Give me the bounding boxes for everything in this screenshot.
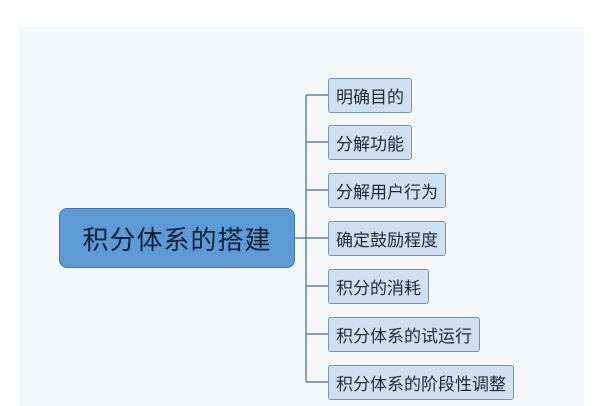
branch-topic-1[interactable]: 明确目的 [328,78,412,113]
branch-topic-3[interactable]: 分解用户行为 [328,173,446,208]
root-topic[interactable]: 积分体系的搭建 [59,208,295,268]
branch-topic-2[interactable]: 分解功能 [328,125,412,160]
branch-topic-4[interactable]: 确定鼓励程度 [328,221,446,256]
branch-topic-7[interactable]: 积分体系的阶段性调整 [328,365,514,400]
branch-topic-6[interactable]: 积分体系的试运行 [328,317,480,352]
branch-topic-5[interactable]: 积分的消耗 [328,269,429,304]
